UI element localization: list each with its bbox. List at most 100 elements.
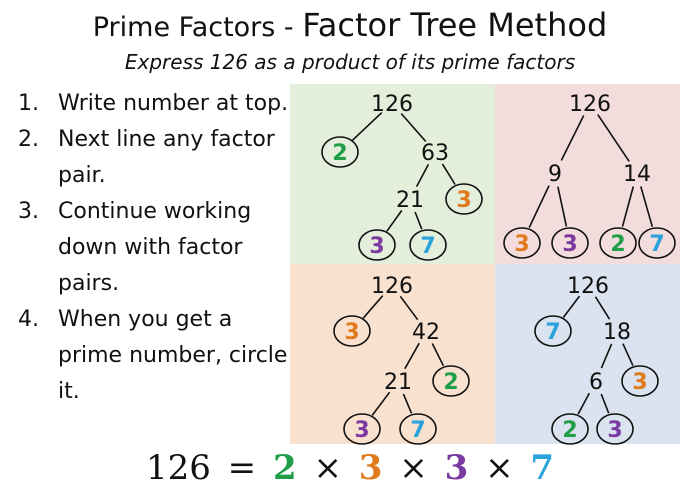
tree-branch	[415, 164, 430, 187]
prime-factor-2: 2	[332, 141, 347, 166]
prime-factor-3: 3	[456, 188, 471, 213]
prime-factor-7: 7	[410, 418, 425, 443]
prime-factor-2: 2	[610, 232, 625, 257]
tree-branch	[402, 393, 413, 414]
step-text: Continue working down with factor pairs.	[58, 199, 252, 296]
composite-number: 9	[548, 162, 562, 187]
prime-factor-7: 7	[545, 320, 560, 345]
prime-circle	[445, 183, 483, 215]
prime-circle	[596, 413, 634, 445]
composite-number: 42	[412, 320, 440, 345]
times-sign: ×	[485, 448, 514, 488]
title-prime-factors: Prime Factors -	[92, 12, 303, 43]
prime-circle	[321, 136, 359, 168]
step-text: Write number at top.	[58, 91, 289, 116]
tree-branch	[560, 115, 585, 161]
subtitle: Express 126 as a product of its prime fa…	[124, 50, 576, 74]
panel-green	[290, 84, 495, 264]
factor-7: 7	[530, 448, 555, 488]
prime-factor-2: 2	[443, 370, 458, 395]
step-number: 4.	[18, 307, 39, 332]
prime-circle	[432, 365, 470, 397]
composite-number: 63	[421, 141, 449, 166]
panel-peach	[290, 264, 495, 444]
tree-branch	[414, 211, 423, 230]
step-number: 3.	[18, 199, 39, 224]
composite-number: 126	[569, 92, 611, 117]
prime-factor-3: 3	[607, 418, 622, 443]
prime-factor-7: 7	[420, 234, 435, 259]
page-title: Prime Factors - Factor Tree Method	[0, 6, 700, 44]
equals-sign: =	[227, 448, 257, 488]
tree-branch	[597, 114, 630, 162]
step-text: When you get a prime number, circle it.	[58, 307, 288, 404]
prime-circle	[621, 365, 659, 397]
tree-branch	[386, 209, 403, 232]
prime-factor-3: 3	[632, 370, 647, 395]
prime-circle	[409, 229, 447, 261]
times-sign: ×	[313, 448, 342, 488]
factor-2: 2	[272, 448, 297, 488]
tree-branch	[431, 343, 445, 367]
tree-branch	[351, 112, 383, 141]
tree-branch	[404, 342, 420, 370]
prime-factor-3: 3	[562, 232, 577, 257]
tree-branch	[441, 163, 456, 185]
composite-number: 126	[371, 274, 413, 299]
tree-branch	[562, 295, 581, 318]
panel-blue	[495, 264, 680, 444]
prime-circle	[534, 315, 572, 347]
tree-branch	[400, 112, 427, 143]
tree-branch	[640, 186, 654, 227]
prime-circle	[333, 315, 371, 347]
prime-factor-3: 3	[344, 320, 359, 345]
step-item: 4. When you get a prime number, circle i…	[18, 302, 290, 410]
prime-circle	[503, 227, 541, 259]
step-item: 3. Continue working down with factor pai…	[18, 194, 290, 302]
prime-circle	[343, 413, 381, 445]
tree-branch	[577, 392, 591, 415]
prime-circle	[638, 227, 676, 259]
tree-branch	[399, 295, 419, 321]
tree-branch	[600, 343, 613, 369]
tree-branch	[600, 393, 610, 414]
composite-number: 126	[567, 274, 609, 299]
composite-number: 18	[603, 320, 631, 345]
prime-factor-3: 3	[514, 232, 529, 257]
prime-factor-equation: 126 = 2 × 3 × 3 × 7	[0, 448, 700, 488]
prime-circle	[599, 227, 637, 259]
tree-branch	[371, 391, 391, 416]
composite-number: 21	[384, 370, 412, 395]
composite-number: 14	[623, 162, 651, 187]
composite-number: 6	[589, 370, 603, 395]
prime-circle	[399, 413, 437, 445]
tree-branch	[621, 186, 635, 227]
step-number: 1.	[18, 91, 39, 116]
tree-branch	[362, 295, 384, 319]
step-item: 2. Next line any factor pair.	[18, 122, 290, 194]
step-text: Next line any factor pair.	[58, 127, 275, 188]
step-item: 1. Write number at top.	[18, 86, 290, 122]
steps-list: 1. Write number at top. 2. Next line any…	[18, 86, 290, 410]
tree-branch	[528, 185, 550, 228]
prime-factor-2: 2	[562, 418, 577, 443]
tree-branch	[594, 296, 611, 320]
composite-number: 126	[371, 92, 413, 117]
composite-number: 21	[396, 188, 424, 213]
factor-3: 3	[444, 448, 469, 488]
tree-branch	[622, 343, 634, 366]
panel-pink	[495, 84, 680, 264]
prime-factor-3: 3	[369, 234, 384, 259]
step-number: 2.	[18, 127, 39, 152]
title-method: Factor Tree Method	[302, 6, 608, 44]
prime-factor-7: 7	[649, 232, 664, 257]
prime-circle	[551, 227, 589, 259]
times-sign: ×	[399, 448, 428, 488]
factor-3: 3	[358, 448, 383, 488]
equation-lhs: 126	[145, 448, 211, 488]
